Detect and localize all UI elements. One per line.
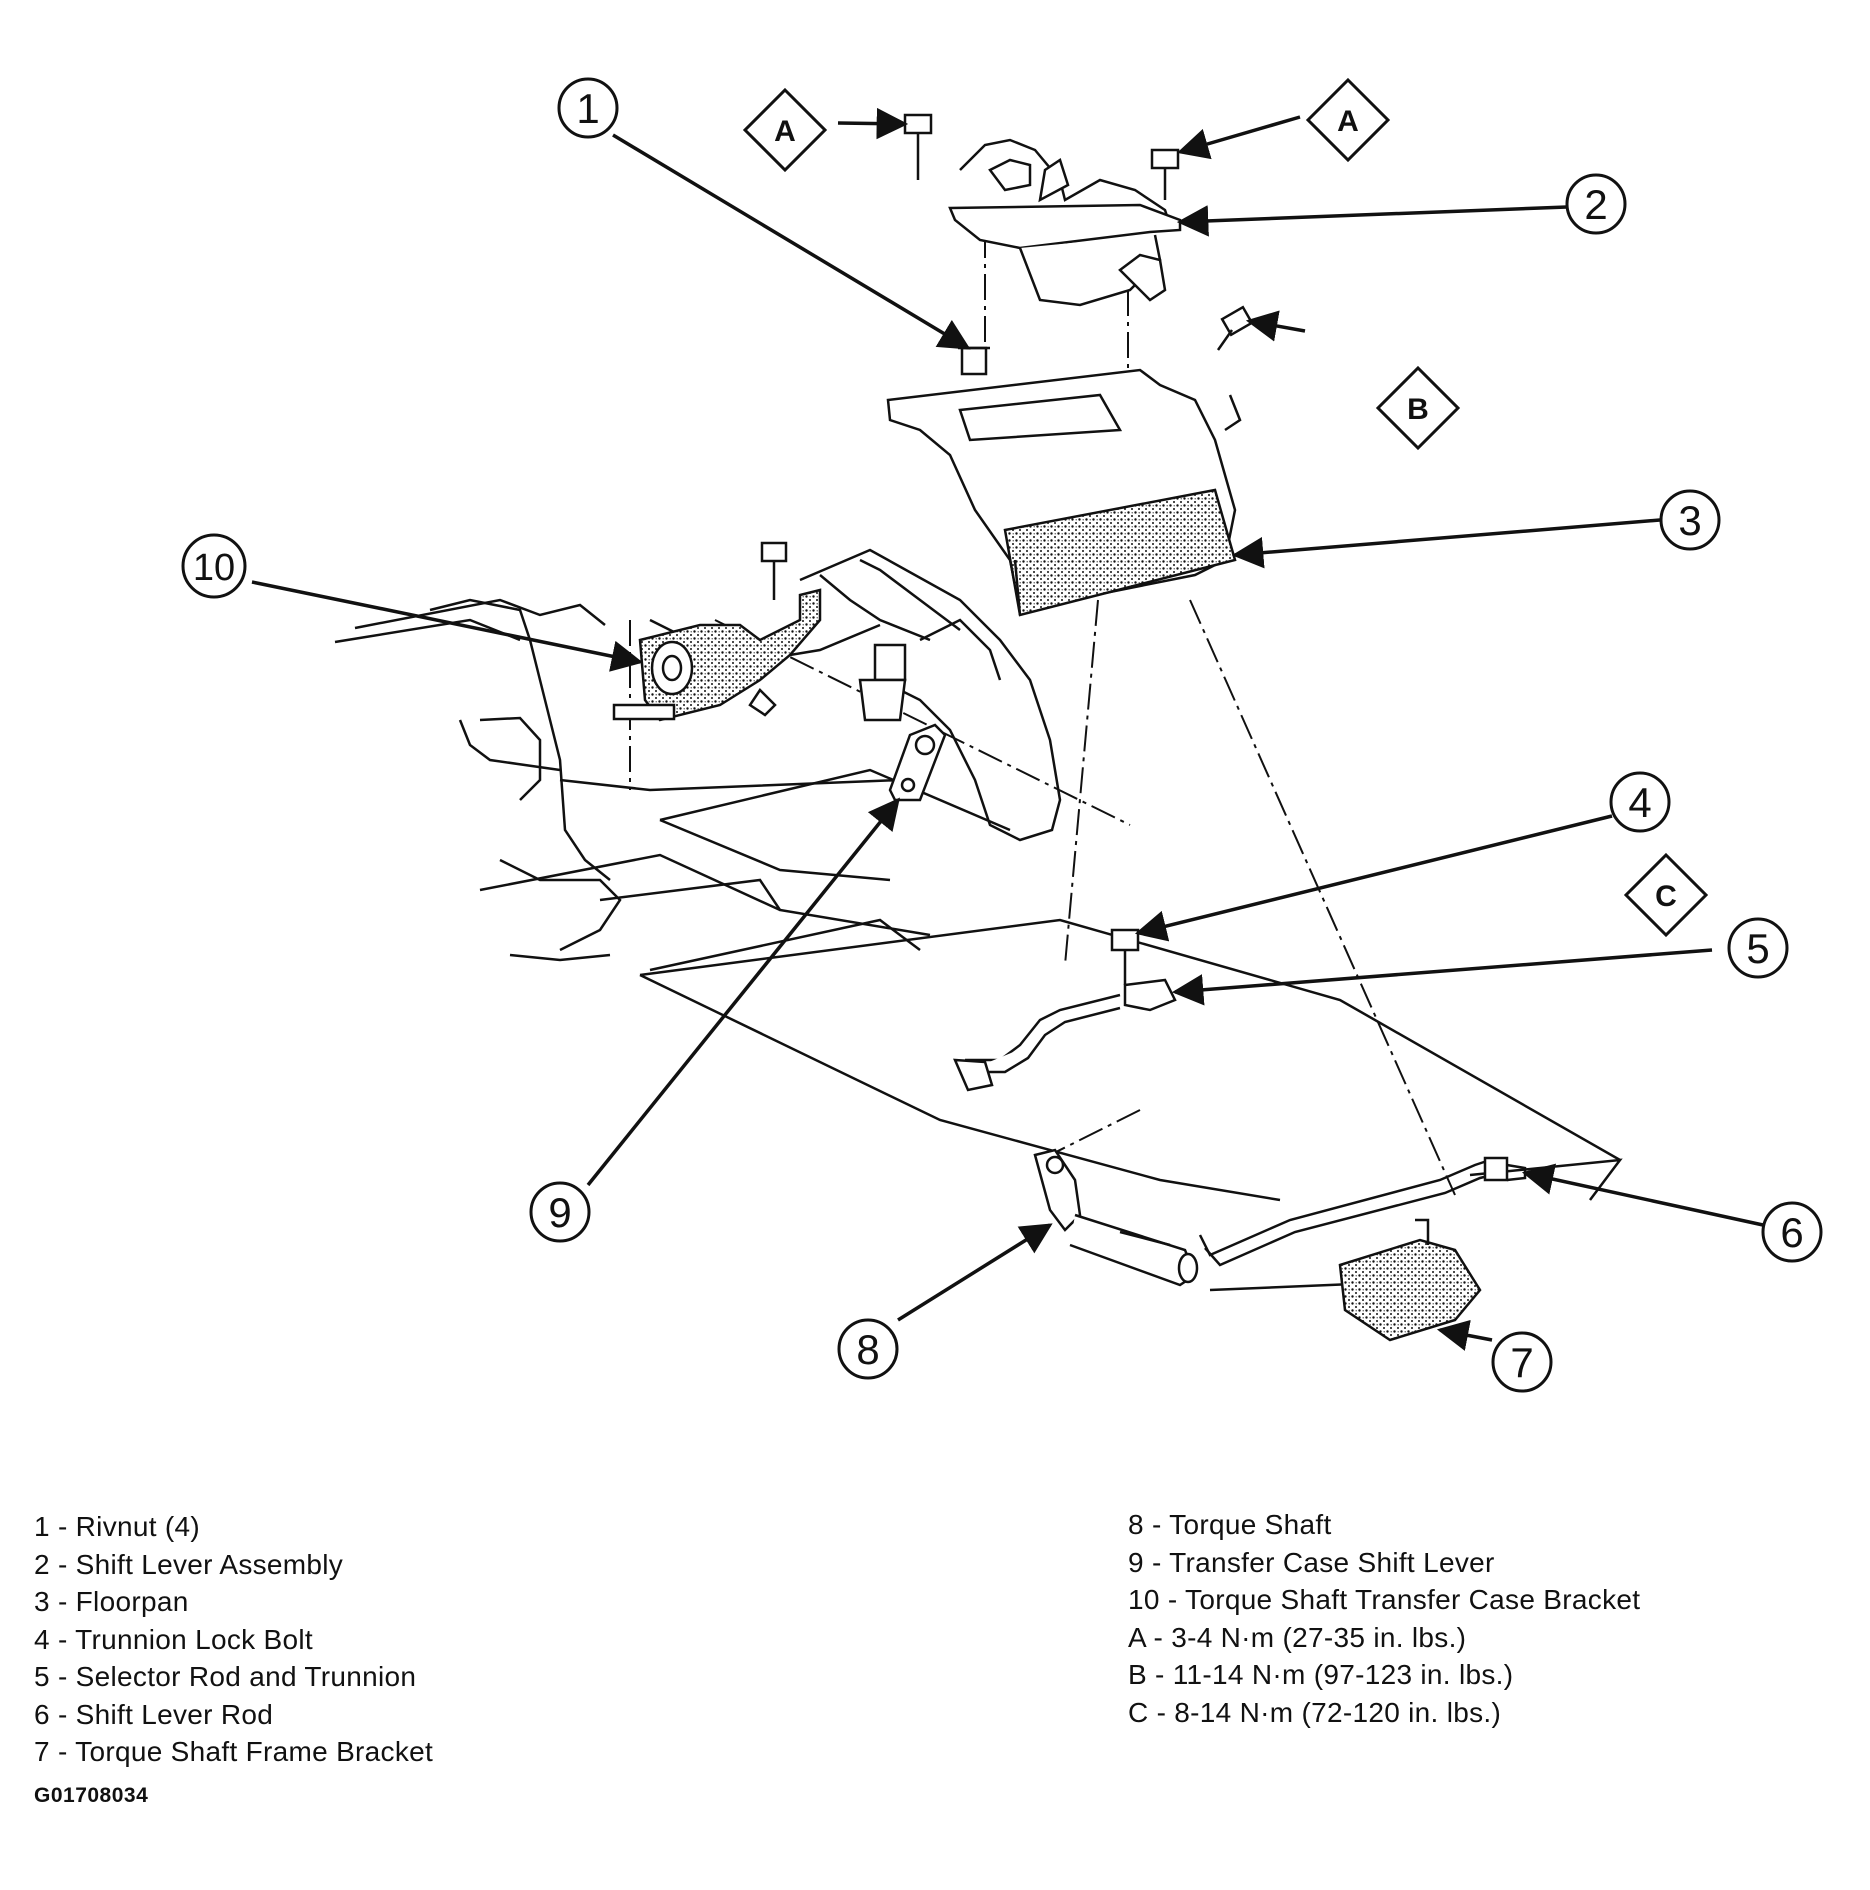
- legend-item: 9 - Transfer Case Shift Lever: [1128, 1546, 1495, 1578]
- callout-3: 3: [1659, 489, 1721, 551]
- callout-1: 1: [557, 77, 619, 139]
- svg-text:A: A: [774, 115, 796, 148]
- transmission-outline: [334, 548, 1623, 1292]
- legend-item: 8 - Torque Shaft: [1128, 1509, 1332, 1540]
- legend-item: 3 - Floorpan: [34, 1586, 189, 1617]
- svg-text:10: 10: [193, 547, 235, 589]
- figure-id: G01708034: [34, 1784, 149, 1807]
- svg-text:9: 9: [548, 1189, 571, 1236]
- legend-item: 7 - Torque Shaft Frame Bracket: [34, 1736, 434, 1767]
- alignment-lines: [629, 232, 1456, 1196]
- svg-text:8: 8: [856, 1326, 879, 1373]
- svg-text:4: 4: [1628, 779, 1651, 826]
- callout-9: 9: [529, 1181, 591, 1243]
- torque-shaft-frame-bracket: [1338, 1218, 1482, 1342]
- callout-4: 4: [1609, 771, 1671, 833]
- svg-text:B: B: [1407, 393, 1429, 426]
- callout-7: 7: [1491, 1331, 1553, 1393]
- legend-item: 10 - Torque Shaft Transfer Case Bracket: [1128, 1584, 1641, 1615]
- callout-8: 8: [837, 1318, 899, 1380]
- torque-marker-a-right: A: [1305, 77, 1391, 163]
- rivnut: [958, 346, 990, 376]
- legend-item: 2 - Shift Lever Assembly: [34, 1548, 344, 1580]
- shift-lever-assembly: [948, 138, 1182, 307]
- svg-text:C: C: [1655, 880, 1677, 913]
- callout-6: 6: [1761, 1201, 1823, 1263]
- torque-bolts-a: [903, 113, 1180, 200]
- transfer-case-shift-lever: [888, 723, 947, 802]
- trunnion-lock-bolt: [1110, 928, 1140, 985]
- svg-text:1: 1: [576, 85, 599, 132]
- svg-text:5: 5: [1746, 925, 1769, 972]
- legend-item: C - 8-14 N·m (72-120 in. lbs.): [1128, 1696, 1502, 1728]
- floorpan: [886, 368, 1242, 617]
- legend-left: 1 - Rivnut (4) 2 - Shift Lever Assembly …: [34, 1508, 433, 1771]
- leader-arrows: [251, 107, 1764, 1351]
- torque-marker-b: B: [1375, 365, 1461, 451]
- svg-text:A: A: [1337, 105, 1359, 138]
- legend-item: 5 - Selector Rod and Trunnion: [34, 1661, 417, 1692]
- torque-shaft: [1033, 1148, 1199, 1287]
- selector-rod-and-trunnion: [953, 978, 1177, 1092]
- svg-text:7: 7: [1510, 1339, 1533, 1386]
- legend-item: 4 - Trunnion Lock Bolt: [34, 1623, 313, 1655]
- torque-marker-c: C: [1623, 852, 1709, 938]
- callout-5: 5: [1727, 917, 1789, 979]
- legend-item: 6 - Shift Lever Rod: [34, 1698, 274, 1730]
- torque-bolt-b: [1216, 305, 1254, 351]
- exploded-view-diagram: A A B C 1 2 3 4: [181, 77, 1823, 1393]
- legend-item: A - 3-4 N·m (27-35 in. lbs.): [1128, 1621, 1467, 1653]
- svg-text:6: 6: [1780, 1209, 1803, 1256]
- torque-shaft-transfer-case-bracket: [612, 541, 907, 722]
- torque-marker-a-left: A: [742, 87, 828, 173]
- legend-item: B - 11-14 N·m (97-123 in. lbs.): [1128, 1659, 1514, 1690]
- callout-2: 2: [1565, 173, 1627, 235]
- svg-text:2: 2: [1584, 181, 1607, 228]
- svg-text:3: 3: [1678, 497, 1701, 544]
- legend-right: 8 - Torque Shaft 9 - Transfer Case Shift…: [1128, 1506, 1640, 1731]
- legend-item: 1 - Rivnut (4): [34, 1511, 201, 1542]
- shift-lever-rod: [1198, 1156, 1527, 1267]
- callout-10: 10: [181, 533, 247, 599]
